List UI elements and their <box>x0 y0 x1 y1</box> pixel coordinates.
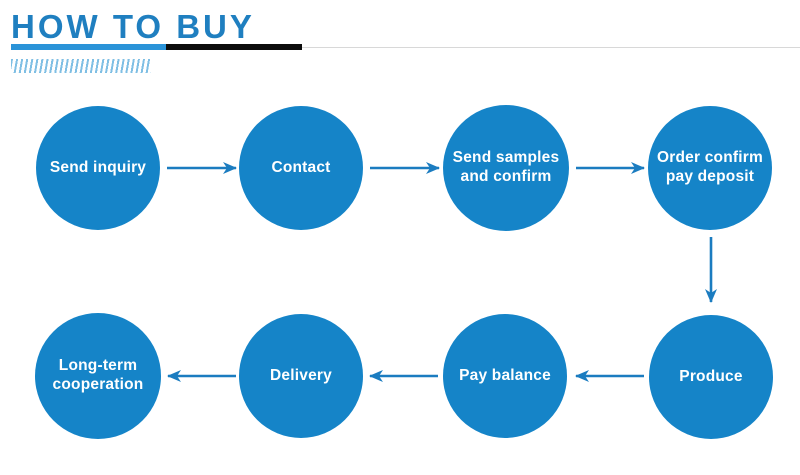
flow-node-order-confirm-pay-deposit[interactable]: Order confirm pay deposit <box>648 106 772 230</box>
flow-node-contact[interactable]: Contact <box>239 106 363 230</box>
flow-node-long-term-cooperation[interactable]: Long-term cooperation <box>35 313 161 439</box>
flow-node-label: Send samples and confirm <box>452 149 560 185</box>
header-rule-grey <box>302 47 800 48</box>
header-rule-blue <box>11 44 166 50</box>
flow-node-label: Produce <box>679 367 743 385</box>
flow-node-label: Pay balance <box>459 366 551 384</box>
flow-node-label: Long-term cooperation <box>52 357 144 393</box>
flow-node-send-samples-and-confirm[interactable]: Send samples and confirm <box>443 105 569 231</box>
flow-node-label: Contact <box>271 158 331 176</box>
flow-node-send-inquiry[interactable]: Send inquiry <box>36 106 160 230</box>
flow-node-delivery[interactable]: Delivery <box>239 314 363 438</box>
hatch-decoration <box>11 59 151 73</box>
flow-node-label: Order confirm pay deposit <box>657 149 763 185</box>
flow-node-produce[interactable]: Produce <box>649 315 773 439</box>
flow-node-label: Delivery <box>270 366 332 384</box>
header-rule-black <box>166 44 302 50</box>
page-title: HOW TO BUY <box>11 8 255 45</box>
flow-connectors <box>167 162 717 382</box>
flow-node-pay-balance[interactable]: Pay balance <box>443 314 567 438</box>
flow-node-label: Send inquiry <box>49 158 147 176</box>
flow-diagram: Send inquiry Contact Send samples and co… <box>0 80 800 475</box>
header: HOW TO BUY <box>0 0 800 80</box>
